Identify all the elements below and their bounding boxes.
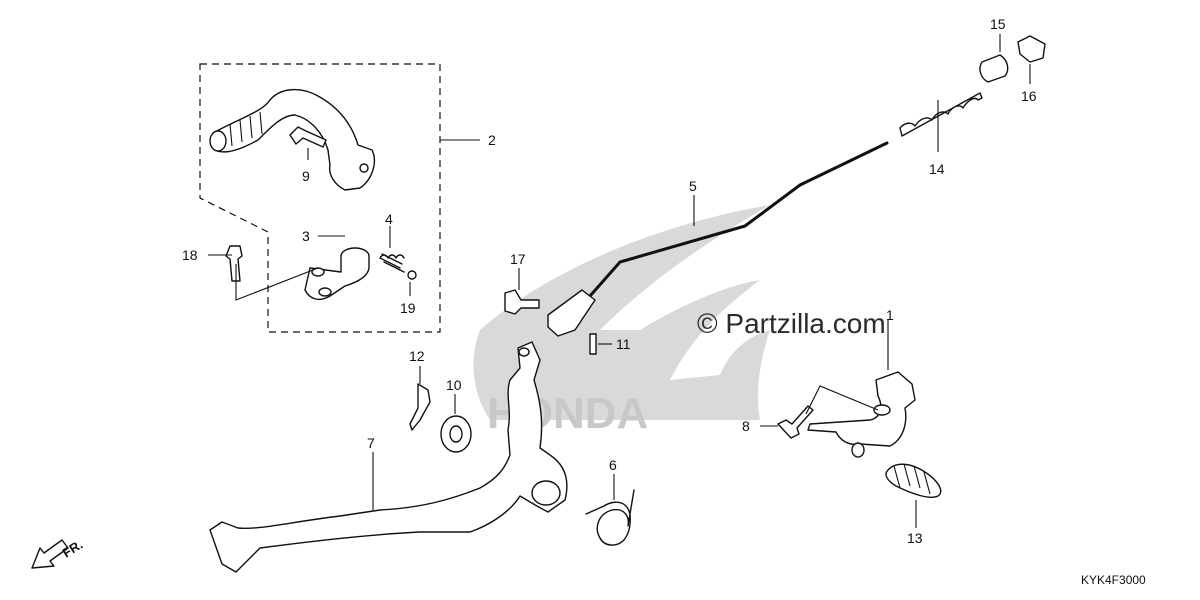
shift-arm-icon xyxy=(807,371,916,458)
bolt-icon xyxy=(289,126,327,148)
callout-11: 11 xyxy=(616,336,631,352)
callout-14: 14 xyxy=(929,161,945,177)
leader-lines xyxy=(208,34,1031,528)
joint-icon xyxy=(979,54,1009,83)
callout-12: 12 xyxy=(409,348,425,364)
bolt-icon xyxy=(225,245,243,282)
callout-labels: 1 2 3 4 5 6 7 8 9 10 11 12 13 14 15 16 1… xyxy=(182,16,1037,546)
cotter-pin-icon xyxy=(409,383,431,431)
callout-13: 13 xyxy=(907,530,923,546)
kick-lever-assembly-icon xyxy=(209,89,376,191)
torsion-spring-icon xyxy=(585,489,635,546)
callout-15: 15 xyxy=(990,16,1006,32)
callout-8: 8 xyxy=(742,418,750,434)
ball-icon xyxy=(407,270,417,280)
washer-icon xyxy=(440,415,472,453)
adjusting-nut-icon xyxy=(1017,35,1046,63)
direction-label: FR. xyxy=(60,537,86,561)
callout-3: 3 xyxy=(302,228,310,244)
brake-pedal-icon xyxy=(209,341,568,573)
kick-arm-icon xyxy=(304,247,370,301)
callout-7: 7 xyxy=(367,435,375,451)
reference-code: KYK4F3000 xyxy=(1081,573,1146,587)
spring-icon xyxy=(379,253,405,273)
rubber-boot-icon xyxy=(885,463,942,498)
callout-6: 6 xyxy=(609,457,617,473)
callout-18: 18 xyxy=(182,247,198,263)
spring-icon xyxy=(899,92,983,137)
callout-4: 4 xyxy=(385,211,393,227)
brake-rod-icon xyxy=(547,141,889,337)
callout-1: 1 xyxy=(886,307,894,323)
callout-16: 16 xyxy=(1021,88,1037,104)
callout-2: 2 xyxy=(488,132,496,148)
bolt-icon xyxy=(777,405,814,439)
callout-19: 19 xyxy=(400,300,416,316)
assembly-box xyxy=(199,63,441,333)
copyright-text: © Partzilla.com xyxy=(697,308,886,339)
callout-9: 9 xyxy=(302,168,310,184)
callout-10: 10 xyxy=(446,377,462,393)
callout-17: 17 xyxy=(510,251,526,267)
pin-icon xyxy=(589,333,597,355)
bolt-icon xyxy=(504,289,540,315)
front-direction-arrow-icon: FR. xyxy=(31,537,86,569)
callout-5: 5 xyxy=(689,178,697,194)
